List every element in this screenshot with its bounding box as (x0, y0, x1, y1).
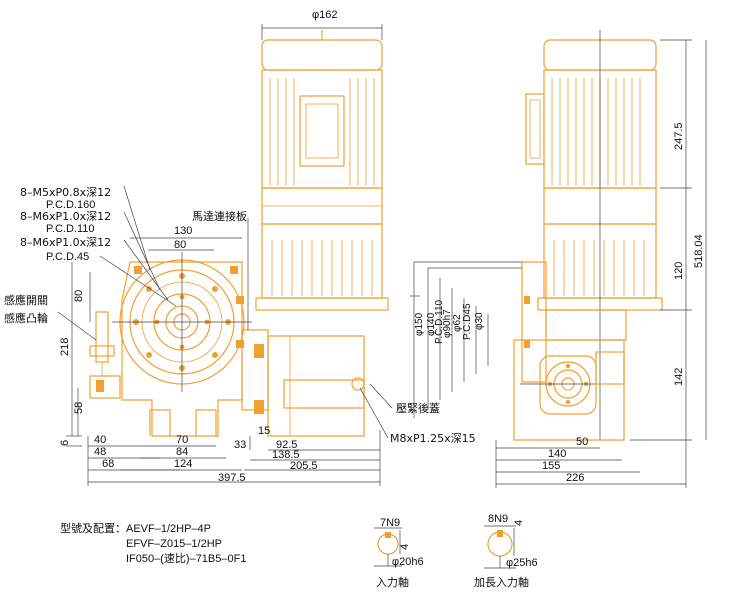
dim-140: 140 (548, 448, 566, 460)
dim-50: 50 (576, 436, 588, 448)
side-dimensions (410, 39, 707, 488)
side-motor (525, 30, 663, 440)
dim-33: 33 (234, 439, 246, 451)
dim-phi30: φ30 (474, 312, 485, 330)
dim-phi150: φ150 (414, 312, 425, 336)
shaft2-caption: 加長入力軸 (474, 575, 529, 589)
callout-pcd45: P.C.D.45 (46, 251, 89, 263)
dim-pcd45: P.C.D45 (462, 303, 473, 340)
shaft-detail-1 (374, 527, 402, 567)
model-heading: 型號及配置： (60, 521, 126, 535)
dim-40: 40 (94, 434, 106, 446)
dim-92-5: 92.5 (276, 439, 297, 451)
shaft1-dim4: 4 (399, 544, 411, 550)
callout-m6-holes-a: 8–M6xP1.0x深12 (20, 210, 111, 223)
dim-142: 142 (673, 368, 685, 386)
dim-pcd110: P.C.D.110 (434, 299, 445, 344)
front-dimensions (57, 185, 393, 486)
callout-pcd160: P.C.D.160 (46, 199, 95, 211)
shaft-labels: 7N9 4 φ20h6 入力軸 8N9 4 φ25h6 加長入力軸 (376, 513, 538, 589)
dim-247-5: 247.5 (673, 122, 685, 150)
callout-sensor-switch: 感應開關 (4, 293, 48, 307)
dim-205-5: 205.5 (290, 460, 318, 472)
shaft1-caption: 入力軸 (376, 575, 409, 589)
dim-phi140: φ140 (426, 312, 437, 336)
front-dim-labels: 130 80 80 218 58 6 40 48 68 70 84 124 33… (59, 225, 318, 484)
callout-press-cover: 壓緊後蓋 (396, 401, 440, 415)
side-gearbox (513, 261, 627, 441)
shaft1-dia: φ20h6 (392, 556, 424, 568)
dim-226: 226 (566, 472, 584, 484)
shaft-detail-2 (484, 525, 516, 569)
dim-58: 58 (73, 402, 85, 414)
callout-sensor-cam: 感應凸輪 (4, 311, 48, 325)
model-line-1: AEVF–1/2HP–4P (126, 523, 211, 535)
dim-155: 155 (542, 460, 560, 472)
model-config: 型號及配置： AEVF–1/2HP–4P EFVF–Z015–1/2HP IF0… (60, 521, 246, 565)
model-line-3: IF050–(速比)–71B5–0F1 (126, 552, 246, 565)
front-sensor (89, 311, 121, 399)
front-coupling (241, 329, 365, 437)
dim-70: 70 (176, 434, 188, 446)
callout-motor-plate: 馬達連接板 (192, 209, 247, 223)
shaft2-key: 8N9 (488, 513, 508, 525)
dim-15: 15 (258, 425, 270, 437)
model-line-2: EFVF–Z015–1/2HP (126, 538, 222, 550)
dim-397-5: 397.5 (218, 472, 246, 484)
dim-124: 124 (174, 458, 192, 470)
callout-pcd110: P.C.D.110 (46, 223, 95, 235)
left-callouts: 8–M5xP0.8x深12 P.C.D.160 8–M6xP1.0x深12 P.… (20, 186, 111, 263)
dim-phi62: φ62 (452, 314, 463, 332)
dim-518-04: 518.04 (693, 234, 705, 268)
dim-218: 218 (59, 338, 71, 356)
dim-80: 80 (73, 290, 85, 302)
shaft1-key: 7N9 (380, 517, 400, 529)
front-motor (255, 24, 389, 311)
dim-130: 130 (174, 225, 192, 237)
shaft2-dia: φ25h6 (506, 557, 538, 569)
callout-bolt: M8xP1.25x深15 (390, 432, 476, 445)
callout-m5-holes: 8–M5xP0.8x深12 (20, 186, 111, 199)
callout-m6-holes-b: 8–M6xP1.0x深12 (20, 236, 111, 249)
dim-84: 84 (176, 446, 188, 458)
side-dim-labels: 247.5 518.04 120 142 50 140 155 226 φ150… (414, 122, 705, 484)
dim-68: 68 (102, 458, 114, 470)
front-gearbox (112, 252, 252, 437)
dim-6: 6 (59, 440, 71, 446)
dim-138-5: 138.5 (272, 449, 300, 461)
shaft2-dim4: 4 (513, 520, 525, 526)
dim-48: 48 (94, 446, 106, 458)
dim-80-top: 80 (174, 239, 186, 251)
phi162-label: φ162 (312, 9, 338, 21)
dim-phi90h7: φ90h7 (442, 309, 453, 338)
dim-120: 120 (673, 262, 685, 280)
